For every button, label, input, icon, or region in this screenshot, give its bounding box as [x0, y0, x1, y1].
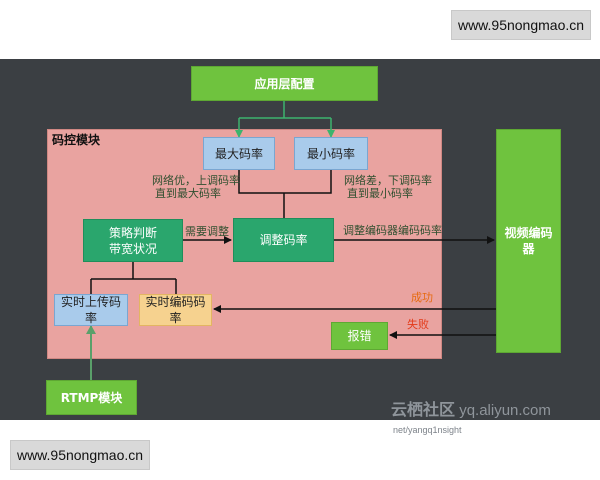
- config-to-limits-line: [238, 101, 332, 136]
- good-network-line1: 网络优，上调码率: [152, 174, 240, 187]
- strategy-line2: 带宽状况: [108, 241, 157, 256]
- strategy-to-realtime-line: [90, 262, 177, 294]
- strategy-line1: 策略判断: [108, 225, 157, 240]
- bg-watermark-url: yq.aliyun.com: [459, 402, 551, 419]
- watermark-top: www.95nongmao.cn: [451, 10, 591, 40]
- strategy-box: 策略判断 带宽状况: [83, 219, 183, 262]
- max-bitrate-label: 最大码率: [214, 146, 263, 161]
- min-bitrate-label: 最小码率: [306, 146, 355, 161]
- app-config-box: 应用层配置: [191, 66, 378, 101]
- adjust-bitrate-label: 调整码率: [259, 233, 308, 247]
- limits-to-adjust-line: [238, 170, 332, 218]
- video-encoder-line2: 器: [522, 242, 535, 256]
- bad-network-line1: 网络差，下调码率: [344, 174, 432, 187]
- realtime-upload-line2: 率: [84, 311, 97, 325]
- adjust-encoder-label: 调整编码器编码码率: [343, 224, 442, 237]
- panel-title: 码控模块: [52, 133, 101, 147]
- app-config-label: 应用层配置: [254, 76, 315, 91]
- realtime-encode-box: 实时编码码 率: [139, 294, 212, 326]
- realtime-upload-line1: 实时上传码: [60, 295, 121, 309]
- min-bitrate-box: 最小码率: [294, 137, 368, 170]
- need-adjust-label: 需要调整: [185, 225, 229, 238]
- error-label: 报错: [347, 329, 372, 343]
- rtmp-box: RTMP模块: [46, 380, 137, 415]
- max-bitrate-box: 最大码率: [203, 137, 275, 170]
- video-encoder-box: 视频编码 器: [496, 129, 561, 353]
- bad-network-line2: 直到最小码率: [347, 187, 413, 200]
- video-encoder-line1: 视频编码: [504, 226, 553, 240]
- realtime-encode-line1: 实时编码码: [145, 295, 206, 309]
- success-label: 成功: [411, 291, 433, 304]
- good-network-line2: 直到最大码率: [155, 187, 221, 200]
- good-network-note: 网络优，上调码率 直到最大码率: [152, 174, 240, 200]
- bg-watermark-sub: net/yangq1nsight: [393, 425, 462, 435]
- rtmp-label: RTMP模块: [60, 390, 123, 405]
- adjust-bitrate-box: 调整码率: [233, 218, 334, 262]
- error-box: 报错: [331, 322, 388, 350]
- bad-network-note: 网络差，下调码率 直到最小码率: [344, 174, 432, 200]
- realtime-encode-line2: 率: [169, 311, 182, 325]
- watermark-bottom: www.95nongmao.cn: [10, 440, 150, 470]
- failure-label: 失败: [407, 318, 429, 331]
- background-watermark: 云栖社区 yq.aliyun.com net/yangq1nsight: [391, 396, 600, 437]
- bg-watermark-cn: 云栖社区: [391, 402, 456, 419]
- realtime-upload-box: 实时上传码 率: [54, 294, 128, 326]
